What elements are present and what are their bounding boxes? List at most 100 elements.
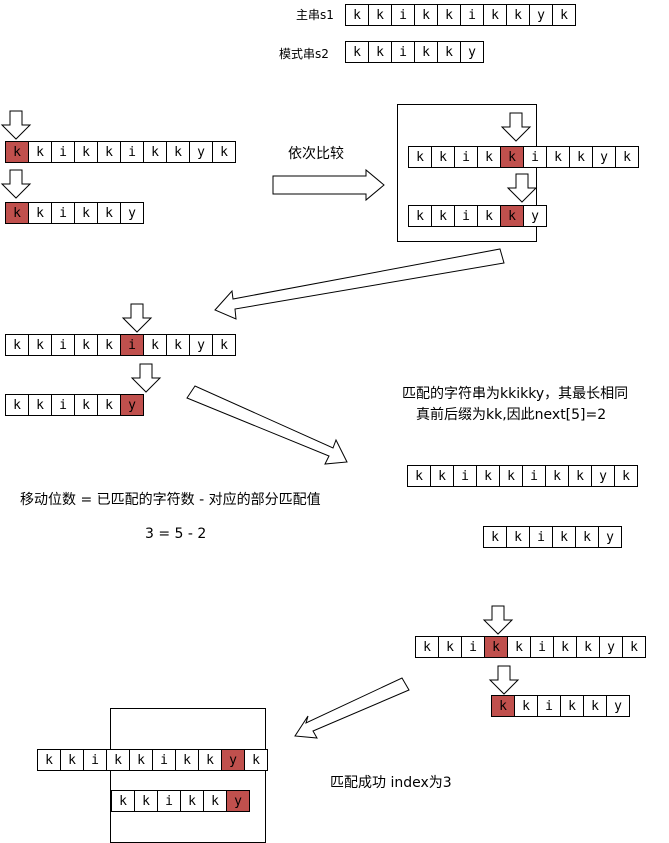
char-cell: k xyxy=(28,202,52,224)
char-cell: k xyxy=(575,526,599,548)
highlighted-char-cell: y xyxy=(221,749,245,771)
char-cell: y xyxy=(606,695,630,717)
shift-equation: 3 = 5 - 2 xyxy=(145,526,207,542)
down-arrow-icon xyxy=(130,363,162,393)
char-cell: k xyxy=(28,141,52,163)
char-cell: k xyxy=(408,146,432,168)
char-cell: k xyxy=(415,636,439,658)
char-cell: y xyxy=(460,41,484,63)
char-cell: i xyxy=(453,465,477,487)
char-cell: k xyxy=(408,205,432,227)
char-cell: y xyxy=(591,465,615,487)
char-cell: k xyxy=(560,695,584,717)
right-arrow-icon xyxy=(272,168,385,202)
char-cell: k xyxy=(506,4,530,26)
step2-frame xyxy=(397,104,537,242)
char-cell: k xyxy=(553,636,577,658)
char-cell: i xyxy=(51,202,75,224)
char-cell: k xyxy=(614,465,638,487)
char-cell: k xyxy=(499,465,523,487)
highlighted-char-cell: y xyxy=(120,394,144,416)
next-note-line1: 匹配的字符串为kkikky，其最长相同 xyxy=(402,386,629,402)
highlighted-char-cell: y xyxy=(226,790,250,812)
char-cell: i xyxy=(152,749,176,771)
char-cell: k xyxy=(212,334,236,356)
char-cell: i xyxy=(51,334,75,356)
char-cell: k xyxy=(212,141,236,163)
char-cell: k xyxy=(345,41,369,63)
char-cell: k xyxy=(74,394,98,416)
down-arrow-icon xyxy=(482,605,514,635)
diagonal-arrow-icon xyxy=(214,248,505,320)
char-cell: y xyxy=(523,205,547,227)
char-cell: k xyxy=(615,146,639,168)
char-cell: k xyxy=(166,334,190,356)
char-cell: k xyxy=(175,749,199,771)
char-cell: k xyxy=(437,41,461,63)
char-cell: i xyxy=(529,526,553,548)
char-cell: y xyxy=(120,202,144,224)
char-cell: k xyxy=(483,526,507,548)
char-cell: k xyxy=(5,334,29,356)
char-cell: k xyxy=(622,636,646,658)
char-cell: k xyxy=(583,695,607,717)
highlighted-char-cell: i xyxy=(120,334,144,356)
highlighted-char-cell: k xyxy=(500,146,524,168)
char-cell: y xyxy=(598,526,622,548)
char-cell: i xyxy=(537,695,561,717)
char-cell: y xyxy=(529,4,553,26)
char-cell: k xyxy=(368,41,392,63)
char-cell: k xyxy=(414,4,438,26)
step1-caption: 依次比较 xyxy=(288,146,344,162)
char-cell: k xyxy=(431,146,455,168)
down-arrow-icon xyxy=(0,110,32,140)
char-cell: k xyxy=(143,334,167,356)
highlighted-char-cell: k xyxy=(484,636,508,658)
char-cell: k xyxy=(437,4,461,26)
char-cell: i xyxy=(391,41,415,63)
down-arrow-icon xyxy=(0,169,32,199)
diagonal-arrow-icon xyxy=(186,385,348,465)
char-cell: k xyxy=(97,334,121,356)
step6-frame xyxy=(110,708,266,843)
char-cell: k xyxy=(477,146,501,168)
char-cell: y xyxy=(189,141,213,163)
diagonal-arrow-icon xyxy=(294,677,410,739)
char-cell: k xyxy=(74,141,98,163)
char-cell: k xyxy=(97,141,121,163)
highlighted-char-cell: k xyxy=(5,202,29,224)
shift-formula: 移动位数 = 已匹配的字符数 - 对应的部分匹配值 xyxy=(20,492,321,508)
char-cell: k xyxy=(438,636,462,658)
char-cell: k xyxy=(244,749,268,771)
char-cell: i xyxy=(454,205,478,227)
highlighted-char-cell: k xyxy=(500,205,524,227)
char-cell: k xyxy=(5,394,29,416)
char-cell: y xyxy=(189,334,213,356)
char-cell: i xyxy=(83,749,107,771)
next-note-line2: 真前后缀为kk,因此next[5]=2 xyxy=(416,407,607,423)
char-cell: y xyxy=(599,636,623,658)
char-cell: k xyxy=(111,790,135,812)
char-cell: k xyxy=(430,465,454,487)
char-cell: i xyxy=(51,141,75,163)
char-cell: k xyxy=(483,4,507,26)
char-cell: k xyxy=(198,749,222,771)
down-arrow-icon xyxy=(121,303,153,333)
highlighted-char-cell: k xyxy=(5,141,29,163)
char-cell: k xyxy=(576,636,600,658)
char-cell: k xyxy=(407,465,431,487)
char-cell: k xyxy=(74,334,98,356)
char-cell: i xyxy=(454,146,478,168)
char-cell: k xyxy=(37,749,61,771)
